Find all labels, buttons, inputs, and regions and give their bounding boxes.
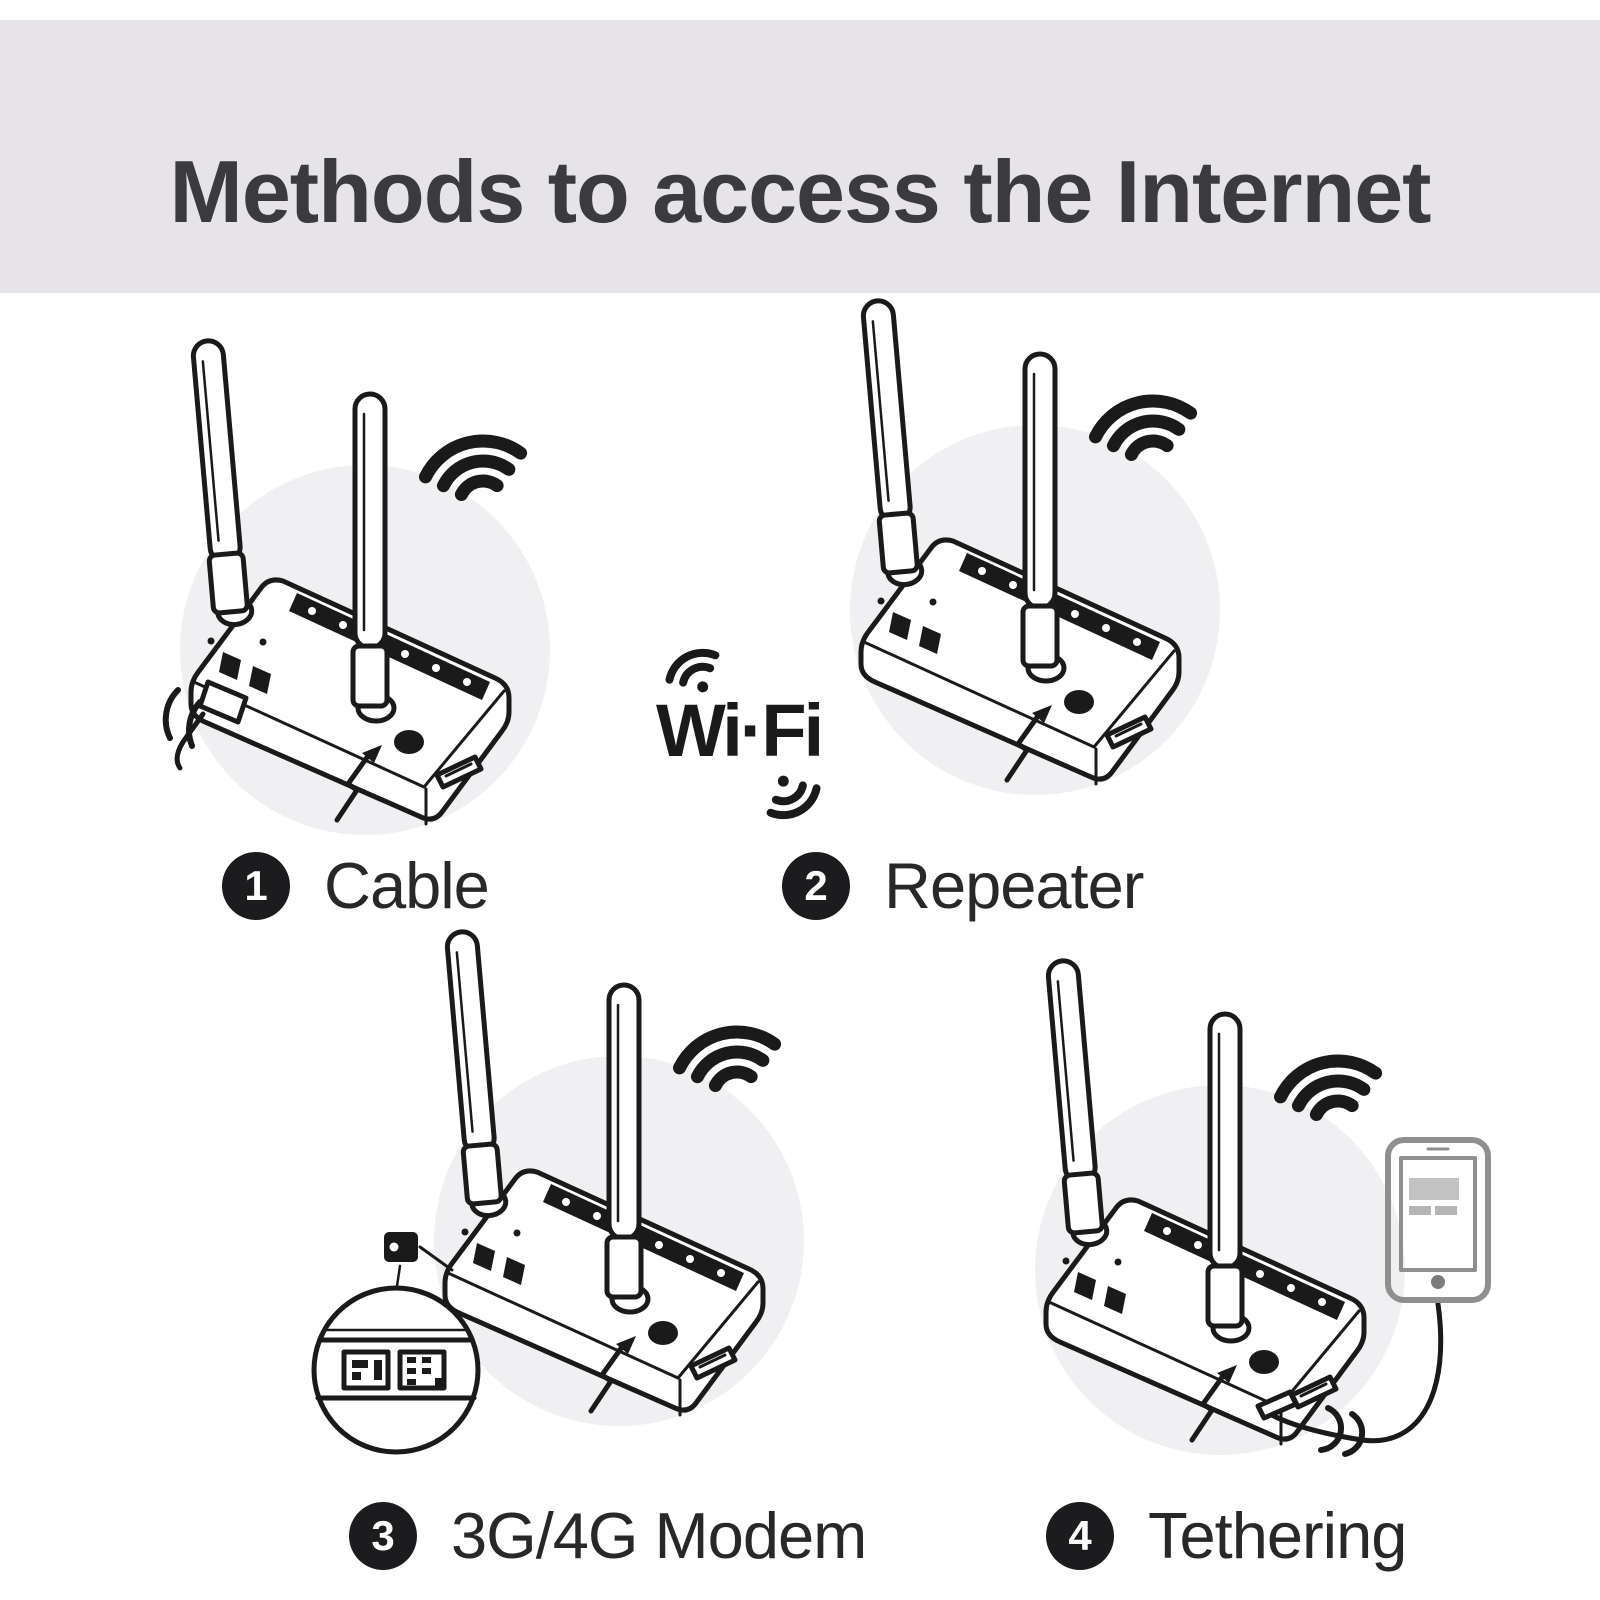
wifi-logo-text: Wi·Fi [656,689,821,772]
method-4-tethering-illustration [860,958,1600,1600]
phone-screen-block [1409,1178,1459,1200]
method-1-label: 1 Cable [222,848,490,923]
method-1-cable-illustration [40,330,760,890]
wifi-logo: Wi·Fi [656,648,824,820]
method-3-label: 3 3G/4G Modem [349,1498,867,1573]
method-2-label: 2 Repeater [782,848,1144,923]
sim-slots-magnifier-icon [311,1264,481,1455]
page-title: Methods to access the Internet [169,142,1432,241]
step-2-badge: 2 [782,851,850,920]
step-1-badge: 1 [222,851,290,920]
step-3-badge: 3 [349,1501,417,1570]
usb-cable-icon [1255,1301,1444,1457]
method-4-name: Tethering [1148,1499,1407,1572]
method-2-repeater-illustration: Wi·Fi [650,270,1370,960]
title-banner: Methods to access the Internet [0,20,1600,293]
phone-home-button [1431,1275,1445,1289]
method-4-label: 4 Tethering [1046,1498,1407,1573]
method-1-name: Cable [324,849,490,922]
method-3-name: 3G/4G Modem [451,1499,867,1572]
usb-dongle-icon [384,1232,454,1272]
smartphone-icon [1385,1137,1491,1303]
ethernet-cable-icon [162,679,249,771]
method-3-modem-illustration [300,920,1020,1600]
method-2-name: Repeater [884,849,1144,922]
step-4-badge: 4 [1046,1501,1114,1570]
